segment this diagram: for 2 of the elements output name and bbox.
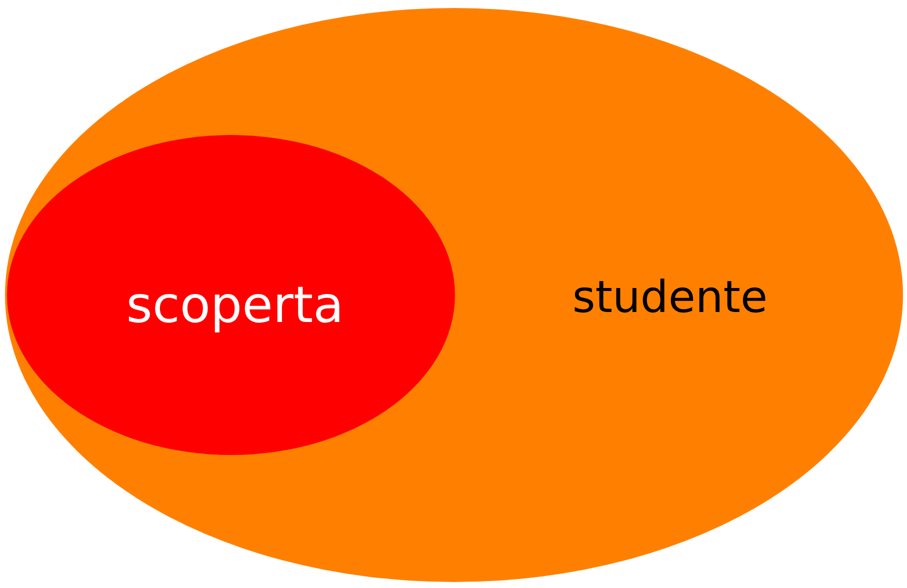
set-label: studente <box>572 276 768 320</box>
set-label: scoperta <box>126 280 344 330</box>
